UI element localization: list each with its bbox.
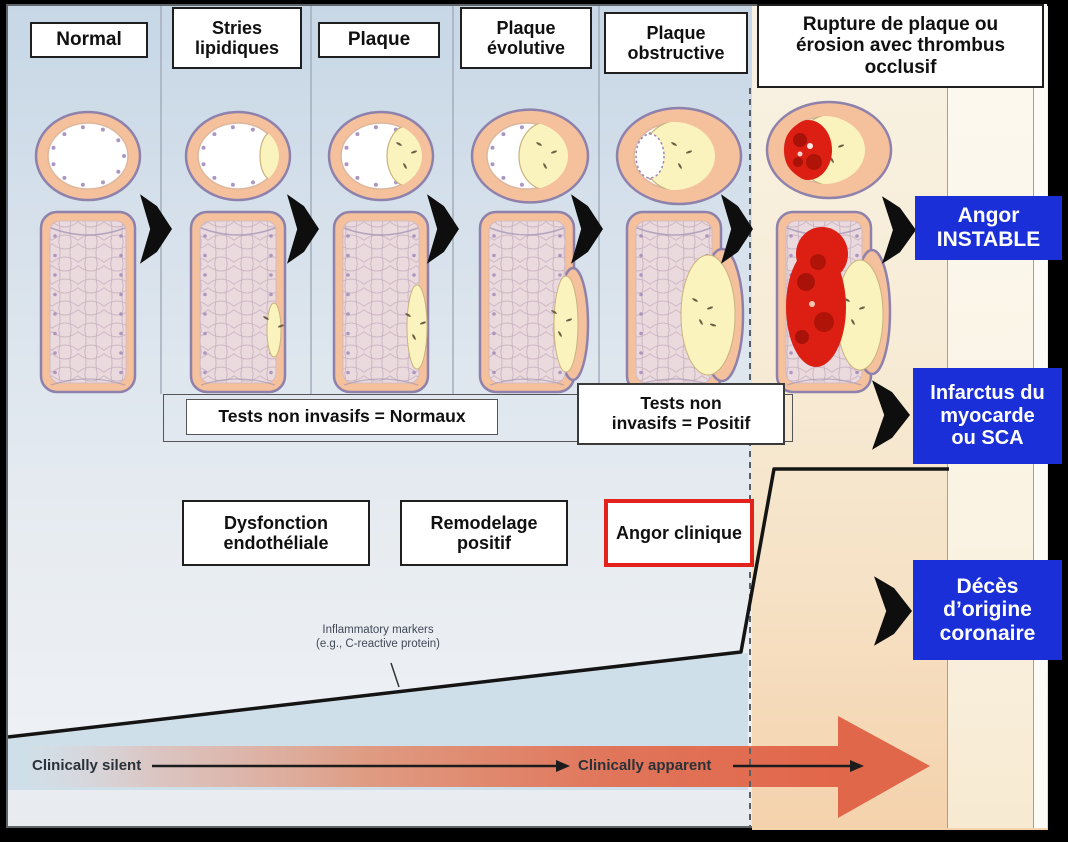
inflammatory-note-line2: (e.g., C-reactive protein) bbox=[316, 637, 440, 650]
inflammatory-markers-note: Inflammatory markers (e.g., C-reactive p… bbox=[283, 624, 473, 652]
stage-header-rupture: Rupture de plaque ou érosion avec thromb… bbox=[757, 4, 1044, 88]
outcome-line: coronaire bbox=[939, 621, 1036, 645]
outcome-line: Infarctus du bbox=[930, 382, 1045, 405]
stage-header-plaque-obstructive: Plaque obstructive bbox=[604, 12, 748, 74]
outcome-line: Angor bbox=[957, 204, 1020, 228]
clinically-silent-label: Clinically silent bbox=[32, 757, 142, 774]
tests-normaux-box: Tests non invasifs = Normaux bbox=[186, 399, 498, 435]
tests-positif-line2: invasifs = Positif bbox=[611, 413, 751, 433]
finding-angor-clinique: Angor clinique bbox=[604, 499, 754, 567]
outcome-line: ou SCA bbox=[951, 427, 1024, 450]
tests-group-bracket bbox=[163, 394, 793, 442]
finding-remodelage-positif: Remodelage positif bbox=[400, 500, 568, 566]
tests-positif-box: Tests non invasifs = Positif bbox=[577, 383, 785, 445]
outcome-line: myocarde bbox=[940, 404, 1035, 427]
stage-header-normal: Normal bbox=[30, 22, 148, 58]
stage-header-plaque-evolutive: Plaque évolutive bbox=[460, 7, 592, 69]
outcome-angor-instable: Angor INSTABLE bbox=[915, 196, 1062, 260]
outcome-infarctus-myocarde-sca: Infarctus du myocarde ou SCA bbox=[913, 368, 1062, 464]
inflammatory-note-line1: Inflammatory markers bbox=[322, 624, 434, 636]
outcome-deces-origine-coronaire: Décès d’origine coronaire bbox=[913, 560, 1062, 660]
tests-positif-line1: Tests non bbox=[640, 393, 722, 414]
outcome-line: Décès bbox=[956, 574, 1019, 598]
clinically-apparent-label: Clinically apparent bbox=[578, 757, 712, 774]
finding-dysfonction-endotheliale: Dysfonction endothéliale bbox=[182, 500, 370, 566]
outcome-line: d’origine bbox=[943, 598, 1032, 622]
stage-header-stries-lipidiques: Stries lipidiques bbox=[172, 7, 302, 69]
stage-header-plaque: Plaque bbox=[318, 22, 440, 58]
outcome-line: INSTABLE bbox=[936, 228, 1041, 251]
